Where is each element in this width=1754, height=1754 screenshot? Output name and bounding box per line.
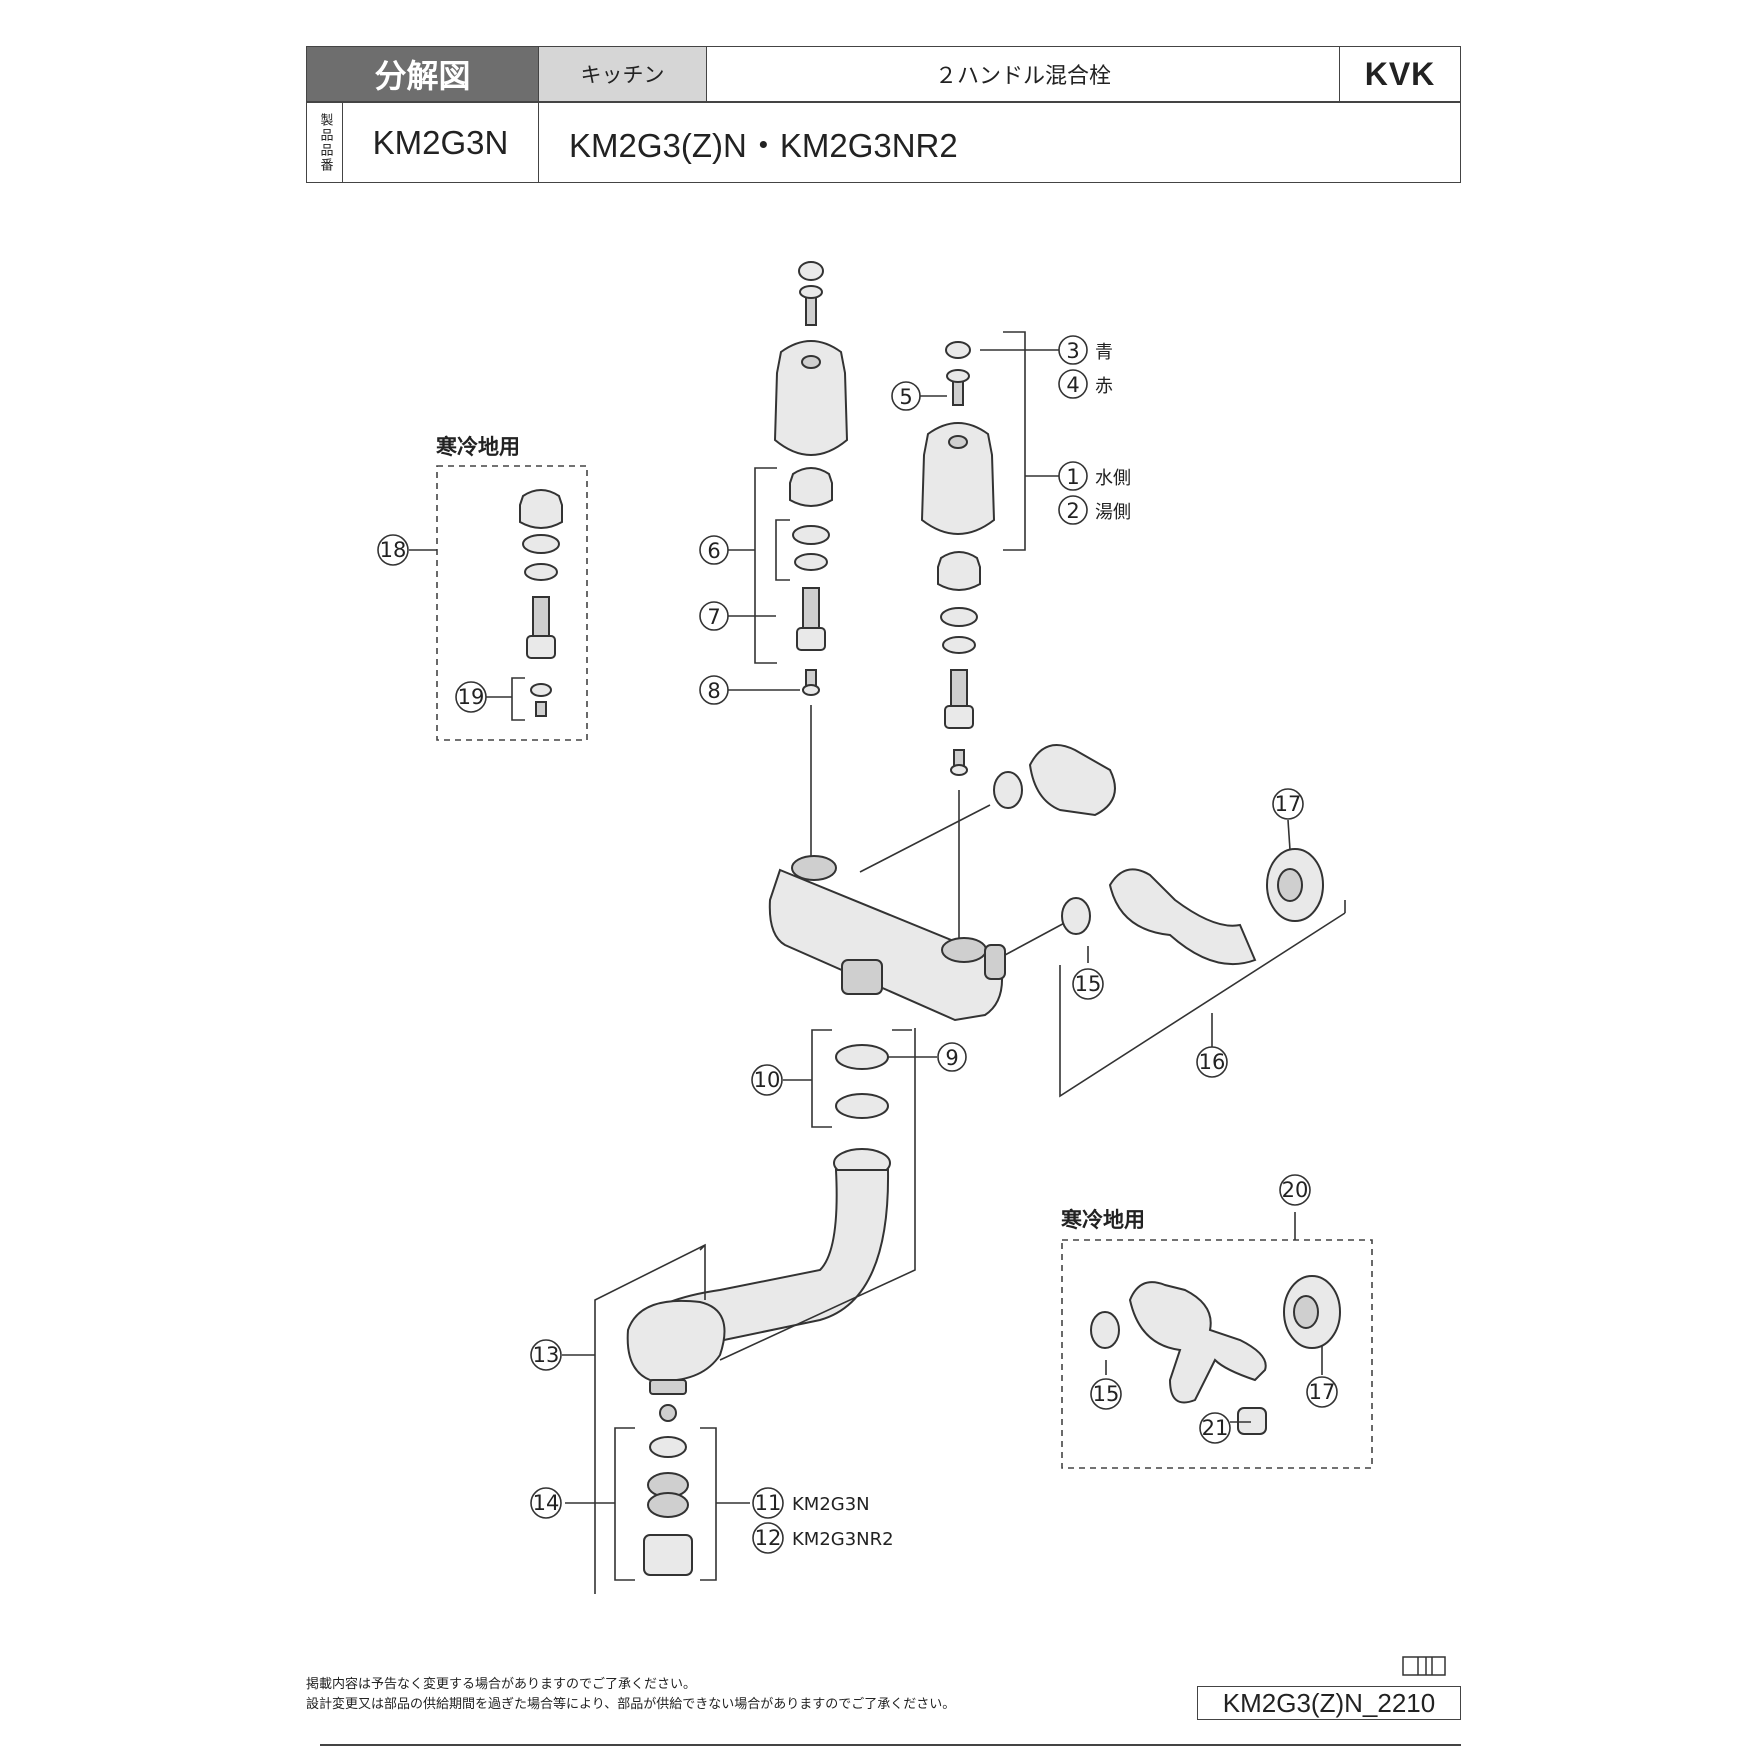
brand-logo: KVK <box>1364 55 1436 92</box>
svg-text:14: 14 <box>533 1491 560 1515</box>
footer-note-2: 設計変更又は部品の供給期間を過ぎた場合等により、部品が供給できない場合があります… <box>306 1697 956 1712</box>
svg-text:赤: 赤 <box>1095 376 1113 397</box>
svg-text:15: 15 <box>1075 972 1102 996</box>
callout-8: 8 <box>699 675 729 705</box>
category-label: キッチン <box>539 47 707 101</box>
callout-15-bottom: 15 <box>1090 1378 1122 1410</box>
svg-text:KM2G3NR2: KM2G3NR2 <box>792 1529 894 1550</box>
union-fittings <box>993 744 1346 1098</box>
callout-3: 3 青 <box>1058 335 1113 365</box>
svg-text:20: 20 <box>1282 1178 1309 1202</box>
callout-6: 6 <box>699 535 729 565</box>
svg-text:10: 10 <box>754 1068 781 1092</box>
svg-text:19: 19 <box>458 685 485 709</box>
cold-region-box-left <box>436 465 588 741</box>
callout-15-top: 15 <box>1072 968 1104 1000</box>
callout-7: 7 <box>699 601 729 631</box>
svg-text:15: 15 <box>1093 1382 1120 1406</box>
callout-18: 18 <box>377 534 409 566</box>
model-number: KM2G3N <box>343 103 539 183</box>
cold-region-box-right <box>1061 1239 1373 1469</box>
callout-17-top: 17 <box>1272 788 1304 820</box>
callout-17-bottom: 17 <box>1306 1376 1338 1408</box>
svg-text:水側: 水側 <box>1095 468 1131 489</box>
callout-14: 14 <box>530 1487 562 1519</box>
callout-10: 10 <box>751 1064 783 1096</box>
svg-text:3: 3 <box>1066 339 1079 363</box>
svg-text:16: 16 <box>1199 1050 1226 1074</box>
document-code: KM2G3(Z)N_2210 <box>1197 1686 1461 1720</box>
cold-region-label-left: 寒冷地用 <box>436 435 520 459</box>
callout-1: 1 水側 <box>1058 461 1131 491</box>
callout-11: 11 KM2G3N <box>752 1487 870 1519</box>
callout-16: 16 <box>1196 1013 1228 1078</box>
svg-text:青: 青 <box>1095 342 1113 363</box>
callout-9: 9 <box>937 1042 967 1072</box>
svg-text:17: 17 <box>1309 1380 1336 1404</box>
svg-text:4: 4 <box>1066 373 1079 397</box>
left-handle-assembly <box>773 261 849 856</box>
callout-2: 2 湯側 <box>1058 495 1131 525</box>
svg-text:6: 6 <box>707 539 720 563</box>
svg-text:17: 17 <box>1275 792 1302 816</box>
callout-5: 5 <box>891 381 921 411</box>
svg-text:13: 13 <box>533 1343 560 1367</box>
cold-region-parts-left <box>519 489 563 717</box>
svg-text:1: 1 <box>1066 465 1079 489</box>
svg-text:KM2G3N: KM2G3N <box>792 1494 870 1515</box>
bracket-lines <box>409 331 1323 1581</box>
footer-note-1: 掲載内容は予告なく変更する場合がありますのでご了承ください。 <box>306 1677 697 1692</box>
faucet-body <box>768 804 1071 1022</box>
cold-region-parts-right <box>1090 1275 1341 1435</box>
header-table: 分解図 キッチン ２ハンドル混合栓 KVK 製品品番 KM2G3N KM2G3(… <box>306 46 1461 183</box>
spout-assembly <box>594 1028 916 1594</box>
product-name: ２ハンドル混合栓 <box>707 47 1340 101</box>
svg-text:12: 12 <box>755 1526 782 1550</box>
svg-text:8: 8 <box>707 679 720 703</box>
callout-19: 19 <box>455 681 487 713</box>
svg-text:21: 21 <box>1202 1416 1229 1440</box>
svg-text:5: 5 <box>899 385 912 409</box>
callout-20: 20 <box>1279 1174 1311 1206</box>
product-number-label: 製品品番 <box>307 103 343 183</box>
svg-text:18: 18 <box>380 538 407 562</box>
cold-region-label-right: 寒冷地用 <box>1061 1208 1145 1232</box>
callout-13: 13 <box>530 1339 562 1371</box>
svg-text:7: 7 <box>707 605 720 629</box>
page-title: 分解図 <box>307 47 539 101</box>
header-divider <box>307 101 1460 103</box>
svg-text:2: 2 <box>1066 499 1079 523</box>
callout-4: 4 赤 <box>1058 369 1113 399</box>
drawing-symbol-icon <box>1402 1656 1446 1676</box>
svg-text:11: 11 <box>755 1491 782 1515</box>
callout-12: 12 KM2G3NR2 <box>752 1522 894 1554</box>
bottom-rule <box>320 1744 1461 1746</box>
svg-text:湯側: 湯側 <box>1095 502 1131 523</box>
svg-text:9: 9 <box>945 1046 958 1070</box>
callout-21: 21 <box>1199 1412 1231 1444</box>
right-handle-assembly <box>920 341 996 940</box>
model-variants: KM2G3(Z)N・KM2G3NR2 <box>569 127 958 164</box>
